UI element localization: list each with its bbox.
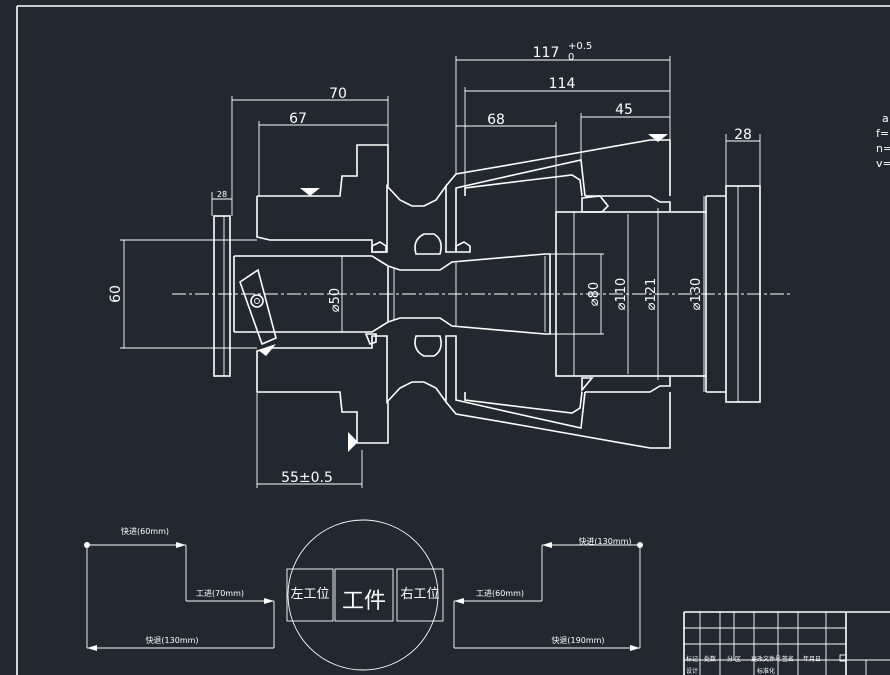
drawing-frame	[16, 5, 890, 675]
param-a: a	[882, 112, 889, 125]
dimension-texts: 117 +0.5 0 114 70 67 68 45 28 28 60 ⌀50 …	[108, 41, 752, 486]
dim-45: 45	[615, 102, 633, 118]
dim-67: 67	[289, 111, 307, 127]
dim-28-left: 28	[217, 190, 227, 199]
dim-dia121: ⌀121	[644, 278, 659, 311]
feed-diagram-left: 快进(60mm) 工进(70mm) 快退(130mm)	[84, 526, 275, 651]
dim-55: 55±0.5	[281, 470, 333, 486]
title-block: 标记 处数 分 区 更改文件号 签名 年月日 设计 标准化	[683, 611, 890, 675]
tb-mark: 标记	[686, 655, 698, 663]
dim-28-right: 28	[734, 127, 752, 143]
right-rapid-return: 快退(190mm)	[551, 635, 604, 645]
left-station-box	[286, 568, 334, 622]
dim-117-tol-lower: 0	[568, 52, 574, 63]
left-rapid-return: 快退(130mm)	[145, 635, 198, 645]
tb-signature: 签名	[782, 655, 794, 663]
tb-date: 年月日	[803, 655, 821, 663]
workpiece-label: 工件	[342, 589, 386, 614]
left-station-label: 左工位	[290, 587, 329, 602]
tb-zone: 分 区	[727, 655, 741, 663]
tb-standardize: 标准化	[757, 667, 775, 675]
cutting-parameters: a f= n= v=	[876, 112, 890, 170]
part-outline	[213, 134, 761, 452]
triangle-marker-bottom-left	[348, 432, 358, 452]
tb-count: 处数	[704, 655, 716, 663]
dim-60: 60	[108, 285, 124, 303]
dim-114: 114	[549, 76, 576, 92]
dim-68: 68	[487, 112, 505, 128]
dim-dia130: ⌀130	[689, 278, 704, 311]
tb-design: 设计	[686, 667, 698, 675]
left-rapid-in: 快进(60mm)	[121, 526, 169, 536]
triangle-marker-top-left	[300, 188, 320, 196]
param-v: v=	[876, 157, 890, 170]
triangle-marker-bore	[258, 344, 276, 356]
right-station-label: 右工位	[400, 587, 439, 602]
right-station-box	[396, 568, 444, 622]
dim-117: 117	[533, 45, 560, 61]
station-diagram: 左工位 工件 右工位	[286, 519, 444, 671]
right-work-feed: 工进(60mm)	[476, 589, 524, 598]
tb-change-doc: 更改文件号	[751, 655, 781, 663]
triangle-marker-top-right	[648, 134, 668, 142]
dim-dia50: ⌀50	[328, 288, 343, 312]
dim-117-tol-upper: +0.5	[568, 41, 592, 52]
param-f: f=	[876, 127, 889, 140]
feed-diagram-right: 快进(130mm) 工进(60mm) 快退(190mm)	[453, 536, 643, 651]
left-work-feed: 工进(70mm)	[196, 589, 244, 598]
param-n: n=	[876, 142, 890, 155]
dimension-lines	[120, 56, 761, 488]
dim-dia110: ⌀110	[614, 278, 629, 311]
workpiece-box	[334, 568, 394, 622]
dim-70: 70	[329, 86, 347, 102]
dim-dia80: ⌀80	[587, 282, 602, 306]
right-rapid-in: 快进(130mm)	[578, 536, 631, 546]
